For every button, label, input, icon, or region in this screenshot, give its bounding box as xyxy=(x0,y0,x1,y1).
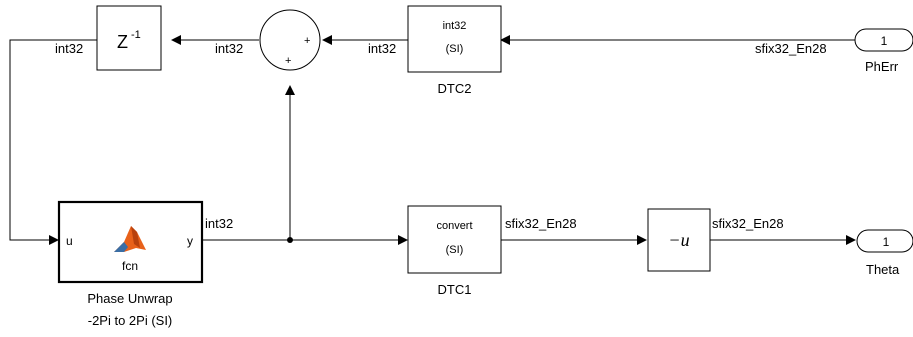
signal-label-dtc2-out: int32 xyxy=(368,41,396,56)
outport-block[interactable]: 1 xyxy=(856,229,913,253)
inport-block[interactable]: 1 xyxy=(854,28,913,52)
dtc1-block[interactable]: convert (SI) xyxy=(407,205,502,274)
signal-lines xyxy=(9,35,856,245)
signal-label-fcn-out: int32 xyxy=(205,216,233,231)
fcn-input-port-label: u xyxy=(66,234,73,248)
signal-label-gain-out: sfix32_En28 xyxy=(712,216,784,231)
dtc2-name: DTC2 xyxy=(438,81,472,96)
fcn-name-line2: -2Pi to 2Pi (SI) xyxy=(88,313,173,328)
fcn-name-line1: Phase Unwrap xyxy=(87,291,172,306)
dtc1-line2: (SI) xyxy=(446,244,464,256)
inport-name: PhErr xyxy=(865,59,899,74)
signal-label-inport-out: sfix32_En28 xyxy=(755,41,827,56)
delay-label: Z xyxy=(117,32,128,52)
matlab-logo-icon xyxy=(114,226,146,252)
delay-exponent: -1 xyxy=(131,29,141,41)
sum-block[interactable]: + + xyxy=(259,9,321,71)
branch-point xyxy=(287,237,293,243)
sum-sign-right: + xyxy=(304,35,310,47)
outport-number: 1 xyxy=(883,235,890,249)
sum-sign-bottom: + xyxy=(285,55,291,67)
signal-label-delay-out: int32 xyxy=(215,41,243,56)
dtc1-name: DTC1 xyxy=(438,282,472,297)
inport-number: 1 xyxy=(881,34,888,48)
dtc2-line1: int32 xyxy=(443,20,467,32)
wire-delay-to-fcn[interactable] xyxy=(9,39,97,245)
dtc2-line2: (SI) xyxy=(446,43,464,55)
signal-label-delay-feedback: int32 xyxy=(55,41,83,56)
dtc2-block[interactable]: int32 (SI) xyxy=(407,5,502,73)
gain-label: −u xyxy=(668,230,689,250)
signal-label-dtc1-out: sfix32_En28 xyxy=(505,216,577,231)
fcn-output-port-label: y xyxy=(187,234,193,248)
matlab-function-block[interactable]: u y fcn xyxy=(57,200,204,284)
unary-minus-block[interactable]: −u xyxy=(647,208,711,272)
dtc1-line1: convert xyxy=(436,220,472,232)
unit-delay-block[interactable]: Z -1 xyxy=(96,5,162,71)
outport-name: Theta xyxy=(866,262,900,277)
fcn-body-label: fcn xyxy=(122,259,138,273)
